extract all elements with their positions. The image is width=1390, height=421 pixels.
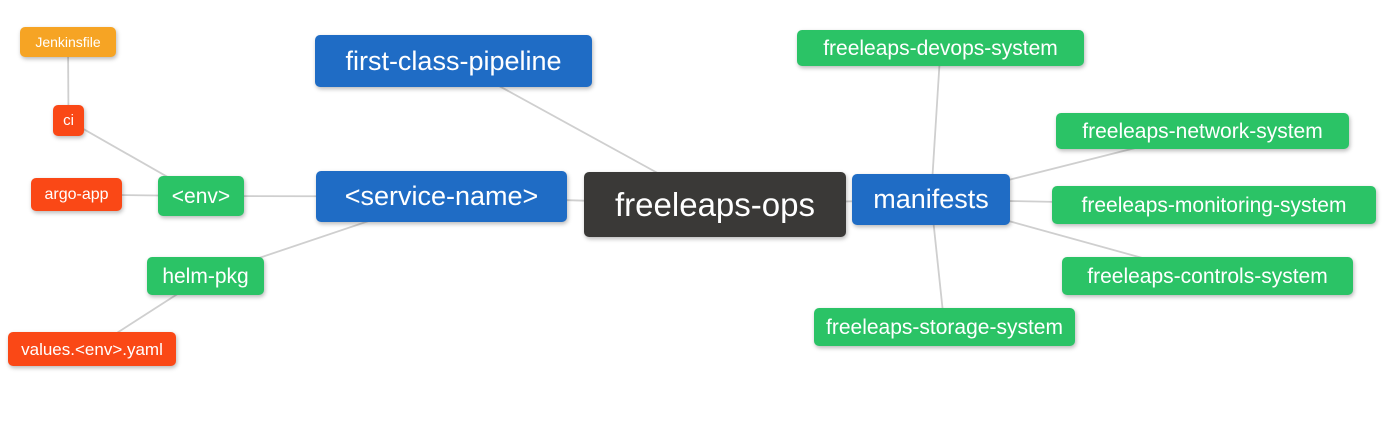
node-label: freeleaps-monitoring-system (1081, 193, 1347, 217)
node-freeleaps-storage-system[interactable]: freeleaps-storage-system (814, 308, 1075, 346)
node-label: freeleaps-devops-system (823, 36, 1058, 60)
node-freeleaps-ops[interactable]: freeleaps-ops (584, 172, 846, 237)
node-freeleaps-network-system[interactable]: freeleaps-network-system (1056, 113, 1349, 149)
node-jenkinsfile[interactable]: Jenkinsfile (20, 27, 116, 57)
node-label: freeleaps-controls-system (1087, 264, 1328, 288)
node-label: <service-name> (344, 181, 539, 211)
node-ci[interactable]: ci (53, 105, 84, 136)
node-freeleaps-devops-system[interactable]: freeleaps-devops-system (797, 30, 1084, 66)
node-label: values.<env>.yaml (21, 339, 163, 359)
node-helm-pkg[interactable]: helm-pkg (147, 257, 264, 295)
node-manifests[interactable]: manifests (852, 174, 1010, 225)
node-label: argo-app (44, 185, 109, 203)
node-label: freeleaps-ops (615, 186, 815, 223)
node-label: <env> (171, 184, 231, 208)
node-label: ci (63, 112, 74, 129)
node-freeleaps-monitoring-system[interactable]: freeleaps-monitoring-system (1052, 186, 1376, 224)
node-label: first-class-pipeline (345, 45, 562, 76)
node-argo-app[interactable]: argo-app (31, 178, 122, 211)
node-values-env-yaml[interactable]: values.<env>.yaml (8, 332, 176, 366)
node-label: helm-pkg (162, 264, 249, 288)
node-first-class-pipeline[interactable]: first-class-pipeline (315, 35, 592, 87)
node-label: Jenkinsfile (35, 34, 101, 50)
node-label: manifests (873, 184, 989, 214)
node-env[interactable]: <env> (158, 176, 244, 216)
node-label: freeleaps-network-system (1082, 119, 1323, 143)
node-label: freeleaps-storage-system (826, 315, 1063, 339)
node-freeleaps-controls-system[interactable]: freeleaps-controls-system (1062, 257, 1353, 295)
node-service-name[interactable]: <service-name> (316, 171, 567, 222)
